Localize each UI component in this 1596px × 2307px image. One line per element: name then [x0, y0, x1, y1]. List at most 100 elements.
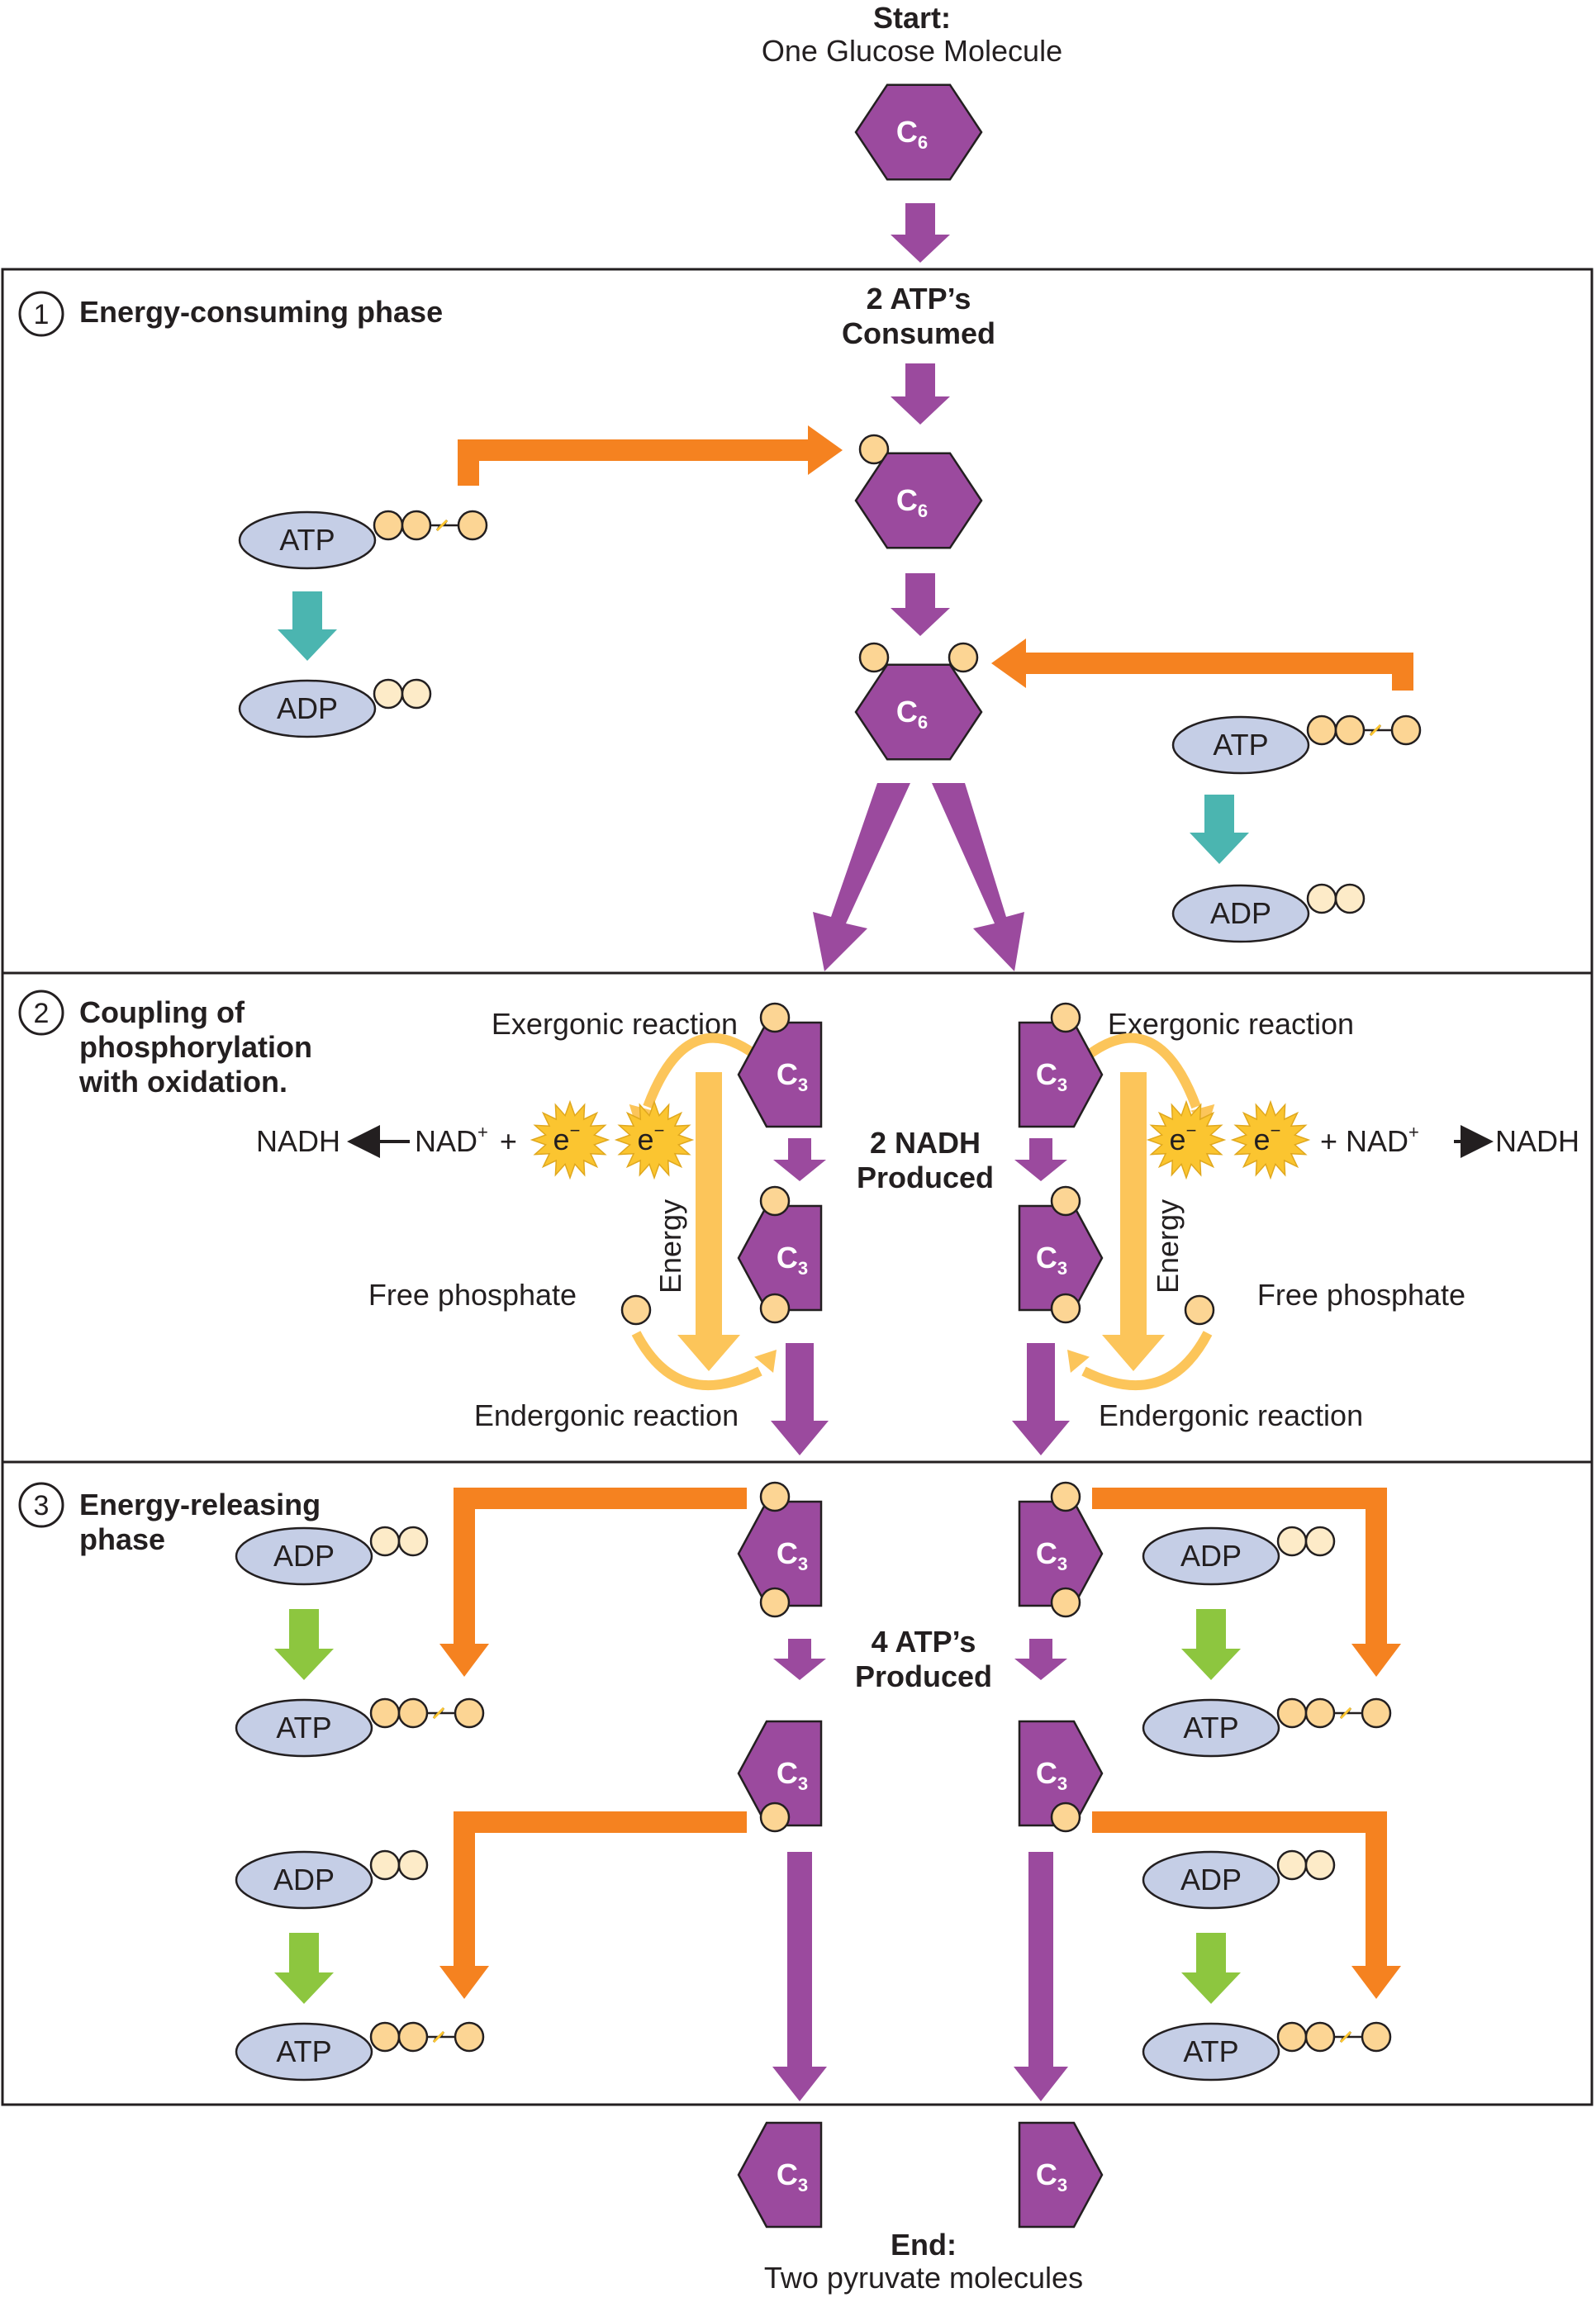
- c3-p2-left-top-shape: [737, 1021, 823, 1128]
- c3-p2-right-top: C3: [1018, 1021, 1104, 1128]
- energy-arrow-right: [1102, 1072, 1165, 1371]
- adp-p3-right-1: ADP: [1142, 1526, 1280, 1586]
- arrow-green-right-1: [1181, 1609, 1241, 1680]
- exergonic-label-left: Exergonic reaction: [492, 1007, 738, 1041]
- arrow-orange-p3-right-2-head: [1351, 1966, 1401, 1999]
- adp-phase1-right-label: ADP: [1210, 896, 1271, 930]
- hex2-phosphate: [858, 434, 890, 465]
- phase-3-box: [1, 1460, 1594, 2106]
- atp-p3-right-2-phosphate-3: [1361, 2021, 1392, 2053]
- atp-p3-right-2-shape: [1142, 2022, 1280, 2082]
- electron-left-2-label: e−: [638, 1120, 665, 1156]
- arrow-orange-phase1-right: [991, 638, 1413, 691]
- atp-phase1-left-phosphate-3: [457, 510, 488, 541]
- produced-label-line-2: Produced: [855, 1659, 992, 1693]
- atp-phase1-left-label: ATP: [279, 523, 335, 557]
- arrow-orange-p3-right-2: [1092, 1811, 1401, 1999]
- hexagon-phosphorylated-1-shape: [854, 452, 983, 549]
- c3-p2-left-mid-phosphate-bottom: [759, 1293, 791, 1324]
- arrow-orange-p3-right-1-head: [1351, 1644, 1401, 1677]
- endergonic-curve-left-curve: [631, 1331, 762, 1391]
- adp-phase1-left-label: ADP: [277, 691, 338, 725]
- endergonic-curve-left-head: [754, 1350, 777, 1374]
- atp-p3-right-2-phosphate-2: [1304, 2021, 1336, 2053]
- adp-p3-left-1-shape: [235, 1526, 373, 1586]
- atp-p3-right-1-phosphate-2: [1304, 1697, 1336, 1729]
- c3-p3-right-1-phosphate-top: [1050, 1481, 1081, 1512]
- atp-phase1-right-bolt: [1369, 724, 1382, 737]
- c3-p2-right-mid-phosphate-bottom: [1050, 1293, 1081, 1324]
- atp-p3-right-2: ATP: [1142, 2022, 1280, 2082]
- phase-1-header: 1 Energy-consuming phase: [18, 291, 443, 337]
- free-phosphate-right: [1184, 1294, 1215, 1326]
- phase-2-title-line-3: with oxidation.: [78, 1065, 287, 1099]
- nadh-label-line-1: 2 NADH: [870, 1126, 981, 1160]
- atp-p3-left-2-phosphate-2: [397, 2021, 429, 2053]
- arrow-p2-right-long: [1012, 1343, 1070, 1455]
- adp-p3-right-1-label: ADP: [1180, 1539, 1242, 1573]
- c3-p3-right-1-phosphate-bottom: [1050, 1587, 1081, 1618]
- c3-p2-right-top-phosphate: [1050, 1002, 1081, 1033]
- nadh-label-left: NADH: [256, 1124, 340, 1158]
- arrow-green-right-2: [1181, 1933, 1241, 2004]
- start-subtitle: One Glucose Molecule: [762, 34, 1062, 68]
- arrow-orange-p3-right-2-shaft: [1092, 1811, 1387, 1966]
- hexagon-phosphorylated-2: C6: [854, 663, 983, 761]
- phase-1-box: [1, 268, 1594, 975]
- phase-3-title-line-1: Energy-releasing: [79, 1488, 321, 1521]
- arrow-orange-phase1-left: [458, 425, 843, 486]
- arrow-hex-to-hex: [891, 573, 950, 636]
- arrow-green-left-1: [274, 1609, 334, 1680]
- atp-p3-right-1-phosphate-1: [1276, 1697, 1308, 1729]
- c3-p2-left-mid-phosphate-top: [759, 1185, 791, 1217]
- c3-p2-right-mid-phosphate-top: [1050, 1185, 1081, 1217]
- atp-phase1-right-shape: [1171, 715, 1310, 775]
- atp-phase1-left-bolt: [435, 519, 449, 532]
- nadh-label-right: NADH: [1495, 1124, 1579, 1158]
- adp-p3-right-2-shape: [1142, 1850, 1280, 1910]
- c3-p2-left-top-phosphate: [759, 1002, 791, 1033]
- end-title: End:: [891, 2228, 957, 2262]
- phase-1-title: Energy-consuming phase: [79, 295, 443, 329]
- exergonic-label-right: Exergonic reaction: [1108, 1007, 1354, 1041]
- adp-phase1-right-shape: [1171, 884, 1310, 943]
- c3-p3-left-1: C3: [737, 1500, 823, 1607]
- atp-p3-right-1: ATP: [1142, 1698, 1280, 1758]
- c3-p2-left-top: C3: [737, 1021, 823, 1128]
- adp-p3-right-2: ADP: [1142, 1850, 1280, 1910]
- energy-arrow-left: [677, 1072, 740, 1371]
- atp-phase1-right-phosphate-1: [1306, 714, 1337, 746]
- atp-p3-left-1-bolt: [432, 1707, 445, 1720]
- atp-p3-right-1-bolt: [1339, 1707, 1352, 1720]
- arrow-orange-p3-left-2-head: [439, 1966, 489, 1999]
- consumed-label-line-2: Consumed: [842, 316, 995, 350]
- c3-p3-left-1-phosphate-bottom: [759, 1587, 791, 1618]
- adp-phase1-left: ADP: [238, 679, 377, 738]
- atp-phase1-right-phosphate-2: [1334, 714, 1366, 746]
- free-phosphate-label-right: Free phosphate: [1257, 1278, 1465, 1312]
- adp-p3-right-1-phosphate-1: [1276, 1526, 1308, 1557]
- atp-phase1-left-phosphate-1: [373, 510, 404, 541]
- electron-right-2-star: [1230, 1099, 1311, 1180]
- energy-label-left: Energy: [653, 1199, 687, 1294]
- atp-p3-left-1-label: ATP: [276, 1711, 331, 1744]
- nad-plus-right: +NAD+: [1320, 1122, 1419, 1158]
- arrow-p3-right-long: [1014, 1852, 1068, 2101]
- electron-left-1-star: [530, 1099, 610, 1180]
- phase-2-title-line-2: phosphorylation: [79, 1030, 312, 1064]
- phase-2-header: 2 Coupling of phosphorylation with oxida…: [18, 990, 312, 1099]
- phase-3-title-line-2: phase: [79, 1522, 165, 1556]
- atp-p3-left-1-phosphate-1: [369, 1697, 401, 1729]
- hex3-phosphate-right: [948, 642, 979, 673]
- arrow-orange-p3-right-1: [1092, 1488, 1401, 1677]
- arrow-teal-right: [1190, 795, 1249, 864]
- atp-phase1-left-shape: [238, 510, 377, 570]
- arrow-p3-left-long: [772, 1852, 827, 2101]
- arrow-split-right: [932, 783, 1024, 971]
- arrow-p2-left-long: [771, 1343, 829, 1455]
- phase-2-title-line-1: Coupling of: [79, 995, 245, 1029]
- adp-p3-left-2-label: ADP: [273, 1863, 335, 1896]
- adp-p3-left-1-label: ADP: [273, 1539, 335, 1573]
